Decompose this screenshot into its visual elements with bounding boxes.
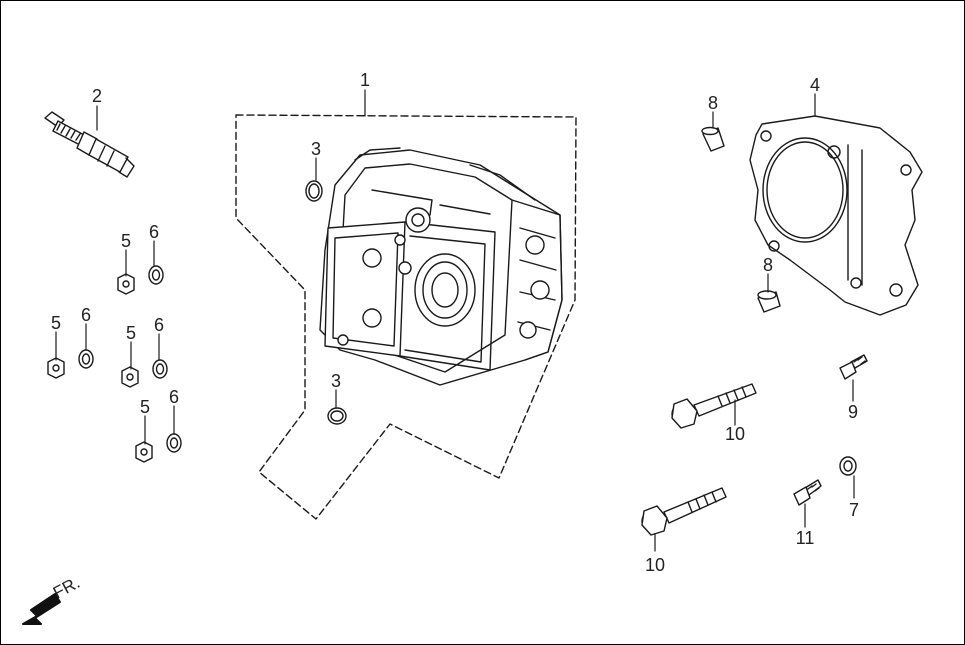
callout-6: 6 [169, 387, 179, 407]
flange-bolt [839, 354, 868, 380]
callout-8: 8 [763, 255, 773, 275]
washer [152, 359, 168, 379]
callout-8: 8 [708, 93, 718, 113]
callout-5: 5 [121, 231, 131, 251]
nut [121, 366, 139, 388]
washer [166, 433, 182, 453]
washer [78, 349, 94, 369]
callout-11: 11 [796, 528, 815, 548]
direction-indicator: FR. [22, 573, 83, 625]
long-bolt [671, 383, 757, 429]
washer [148, 265, 164, 285]
o-ring [305, 180, 323, 202]
callout-3: 3 [311, 139, 321, 159]
flange-bolt [793, 479, 822, 506]
callout-2: 2 [92, 86, 102, 106]
callout-6: 6 [149, 222, 159, 242]
callout-9: 9 [848, 402, 858, 422]
callout-6: 6 [81, 305, 91, 325]
callout-5: 5 [140, 397, 150, 417]
nut [47, 357, 65, 379]
callout-6: 6 [154, 315, 164, 335]
o-ring [327, 407, 347, 425]
washer [839, 456, 857, 476]
cylinder-head [319, 147, 563, 386]
arrow-down-left-icon [22, 593, 61, 625]
callout-1: 1 [360, 70, 370, 90]
callout-7: 7 [849, 500, 859, 520]
nut [117, 273, 135, 295]
callout-4: 4 [810, 75, 820, 95]
callout-5: 5 [51, 313, 61, 333]
spark-plug [44, 111, 135, 178]
leader-lines [55, 89, 855, 552]
callout-10: 10 [725, 424, 745, 444]
long-bolt [641, 487, 727, 536]
callout-5: 5 [126, 323, 136, 343]
callout-3: 3 [331, 371, 341, 391]
cylinder-gasket [749, 115, 923, 316]
callout-10: 10 [645, 555, 665, 575]
assembly-boundary [235, 114, 577, 520]
nut [135, 441, 153, 463]
